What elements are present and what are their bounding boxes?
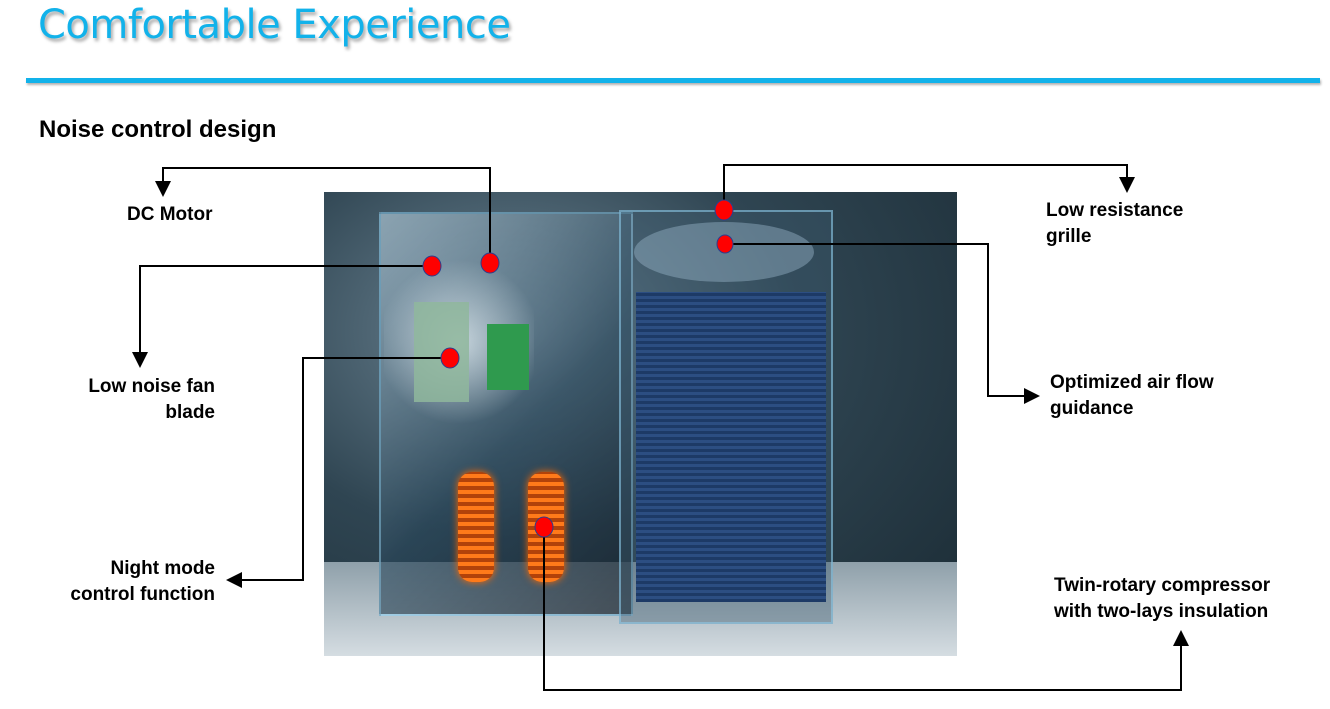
label-text: Optimized air flow	[1050, 372, 1214, 393]
label-text: Low resistance	[1046, 200, 1184, 221]
marker-dot	[440, 347, 460, 369]
label-grille: Low resistance grille	[1046, 198, 1183, 250]
label-compressor: Twin-rotary compressor with two-lays insu…	[1054, 573, 1270, 625]
fan-blade-leader	[132, 265, 432, 368]
label-text: guidance	[1050, 398, 1134, 419]
marker-dot	[534, 516, 554, 538]
slide-title: Comfortable Experience	[38, 2, 511, 48]
label-text: with two-lays insulation	[1054, 601, 1269, 622]
compressor-leader	[543, 527, 1189, 691]
night-mode-leader	[226, 357, 450, 588]
label-night-mode: Night mode control function	[40, 556, 215, 608]
label-text: blade	[165, 402, 215, 423]
label-dc-motor: DC Motor	[127, 202, 212, 228]
label-text: Low noise fan	[88, 376, 215, 397]
label-text: Twin-rotary compressor	[1054, 575, 1271, 596]
label-text: DC Motor	[127, 204, 213, 225]
dc-motor-leader	[155, 167, 491, 263]
marker-dot	[716, 234, 734, 254]
grille-leader	[723, 164, 1135, 209]
section-title: Noise control design	[39, 116, 277, 143]
label-text: Night mode	[110, 558, 216, 579]
airflow-leader	[725, 243, 1040, 404]
label-text: control function	[70, 584, 215, 605]
label-airflow: Optimized air flow guidance	[1050, 370, 1214, 422]
marker-dot	[480, 252, 500, 274]
outdoor-unit-cutaway-image	[324, 192, 957, 656]
label-fan-blade: Low noise fan blade	[60, 374, 215, 426]
marker-dot	[422, 255, 442, 277]
title-divider	[26, 78, 1320, 83]
marker-dot	[714, 199, 734, 221]
label-text: grille	[1046, 226, 1092, 247]
